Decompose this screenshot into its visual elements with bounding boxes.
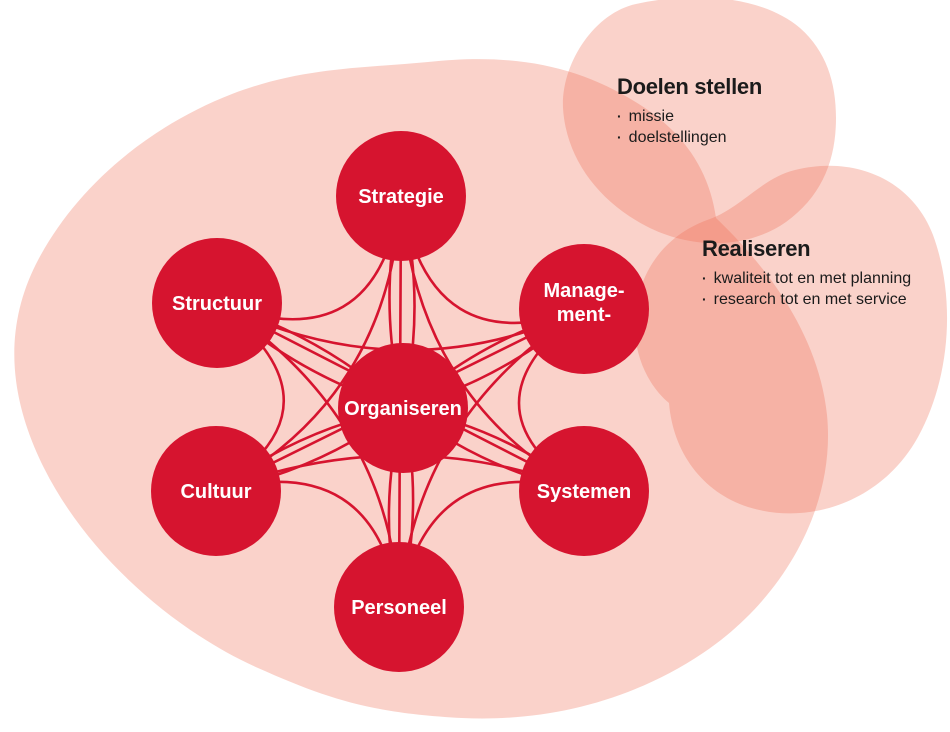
node-cultuur-circle <box>151 426 281 556</box>
background-blob-realiseren <box>634 165 948 514</box>
annotation-realiseren-item-1-text: kwaliteit tot en met planning <box>713 270 912 287</box>
annotation-doelen-item-1: · missie <box>617 106 762 127</box>
annotation-realiseren-item-2-text: research tot en met service <box>713 291 907 308</box>
bullet-icon: · <box>617 108 622 124</box>
annotation-realiseren-item-2: · research tot en met service <box>702 289 911 310</box>
annotation-doelen-item-2-text: doelstellingen <box>628 129 727 146</box>
node-structuur: Structuur <box>152 238 282 368</box>
node-systemen-label: Systemen <box>537 481 632 503</box>
annotation-realiseren-item-1: · kwaliteit tot en met planning <box>702 268 911 289</box>
annotation-doelen-stellen: Doelen stellen · missie · doelstellingen <box>617 74 762 148</box>
node-organiseren: Organiseren <box>338 343 468 473</box>
node-structuur-label: Structuur <box>172 293 262 315</box>
node-personeel-label: Personeel <box>351 597 447 619</box>
node-strategie: Strategie <box>336 131 466 261</box>
bullet-icon: · <box>702 291 707 307</box>
node-personeel: Personeel <box>334 542 464 672</box>
node-systemen-circle <box>519 426 649 556</box>
node-organiseren-circle <box>338 343 468 473</box>
annotation-doelen-item-1-text: missie <box>628 108 675 125</box>
node-strategie-label: Strategie <box>358 186 444 208</box>
node-strategie-circle <box>336 131 466 261</box>
node-systemen: Systemen <box>519 426 649 556</box>
node-management: Manage- ment- <box>519 244 649 374</box>
annotation-realiseren: Realiseren · kwaliteit tot en met planni… <box>702 236 911 310</box>
node-management-label-line2: ment- <box>557 304 611 326</box>
background-blob-doelen <box>562 0 836 244</box>
node-personeel-circle <box>334 542 464 672</box>
annotation-realiseren-title: Realiseren <box>702 236 811 261</box>
bullet-icon: · <box>702 270 707 286</box>
node-management-label-line1: Manage- <box>543 280 624 302</box>
annotation-doelen-item-2: · doelstellingen <box>617 127 762 148</box>
bullet-icon: · <box>617 129 622 145</box>
node-cultuur-label: Cultuur <box>180 481 251 503</box>
node-organiseren-label: Organiseren <box>344 398 462 420</box>
node-management-circle <box>519 244 649 374</box>
node-structuur-circle <box>152 238 282 368</box>
node-cultuur: Cultuur <box>151 426 281 556</box>
annotation-doelen-title: Doelen stellen <box>617 74 762 99</box>
